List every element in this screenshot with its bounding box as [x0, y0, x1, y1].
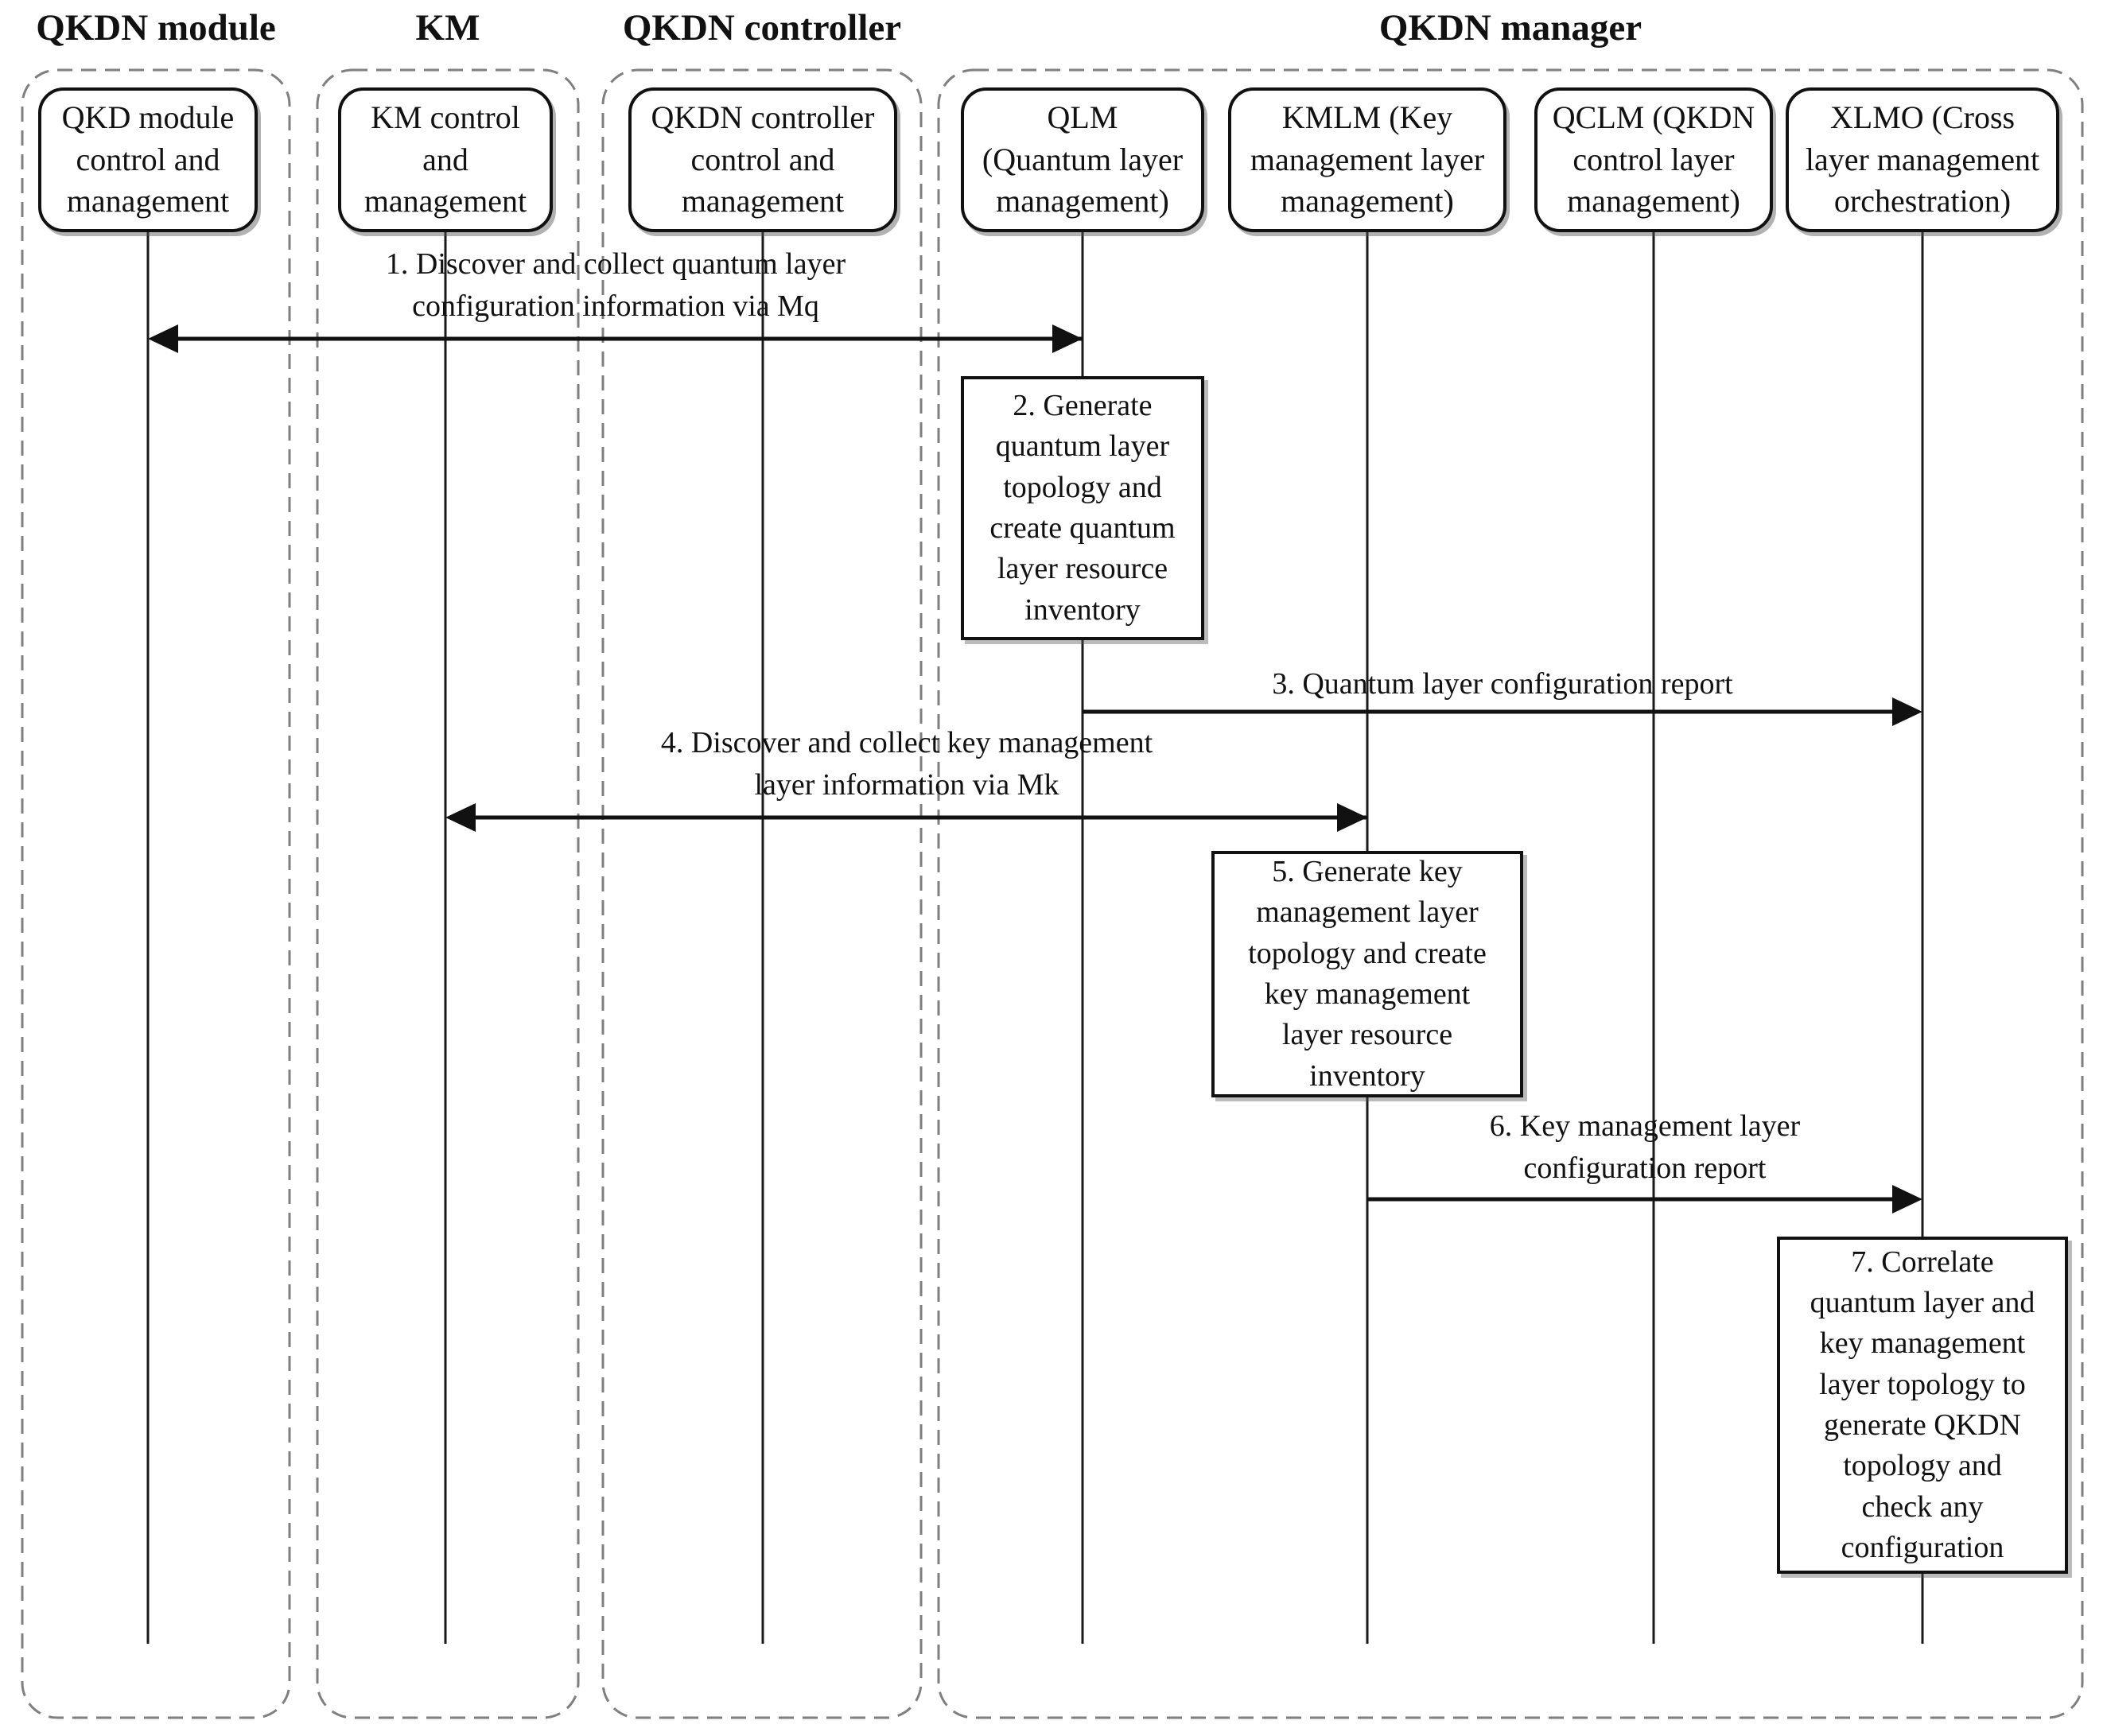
- activity-2-generate-quantum-topology: 2. Generate quantum layer topology and c…: [961, 376, 1204, 640]
- message-6-arrowhead: [1892, 1185, 1922, 1214]
- message-4-arrowhead-left: [445, 803, 476, 832]
- message-4-arrowhead-right: [1337, 803, 1367, 832]
- group-label-km: KM: [415, 7, 480, 49]
- message-1-arrowhead-left: [148, 324, 178, 353]
- activity-7-correlate-topology: 7. Correlate quantum layer and key manag…: [1777, 1237, 2068, 1574]
- participant-qkdn-controller-cm: QKDN controller control and management: [628, 87, 897, 232]
- message-6-label: 6. Key management layer configuration re…: [1489, 1109, 1801, 1186]
- participant-qclm: QCLM (QKDN control layer management): [1534, 87, 1773, 232]
- participant-km-cm: KM control and management: [338, 87, 553, 232]
- participant-qlm: QLM (Quantum layer management): [961, 87, 1204, 232]
- group-label-qkdn-controller: QKDN controller: [622, 7, 902, 49]
- activity-5-generate-km-topology: 5. Generate key management layer topolog…: [1211, 851, 1523, 1097]
- participant-qkd-module-cm: QKD module control and management: [38, 87, 258, 232]
- participant-kmlm: KMLM (Key management layer management): [1228, 87, 1506, 232]
- message-1-label: 1. Discover and collect quantum layer co…: [385, 247, 846, 324]
- message-1-arrowhead-right: [1052, 324, 1083, 353]
- message-3-label: 3. Quantum layer configuration report: [1272, 667, 1733, 701]
- group-label-qkdn-module: QKDN module: [36, 7, 276, 49]
- group-box-qkdn-controller: [601, 68, 923, 1719]
- message-3-arrowhead: [1892, 697, 1922, 726]
- group-box-qkdn-manager: [937, 68, 2084, 1719]
- group-box-km: [316, 68, 580, 1719]
- group-label-qkdn-manager: QKDN manager: [1378, 7, 1642, 49]
- message-4-label: 4. Discover and collect key management l…: [660, 726, 1153, 802]
- participant-xlmo: XLMO (Cross layer management orchestrati…: [1786, 87, 2059, 232]
- group-box-qkdn-module: [21, 68, 291, 1719]
